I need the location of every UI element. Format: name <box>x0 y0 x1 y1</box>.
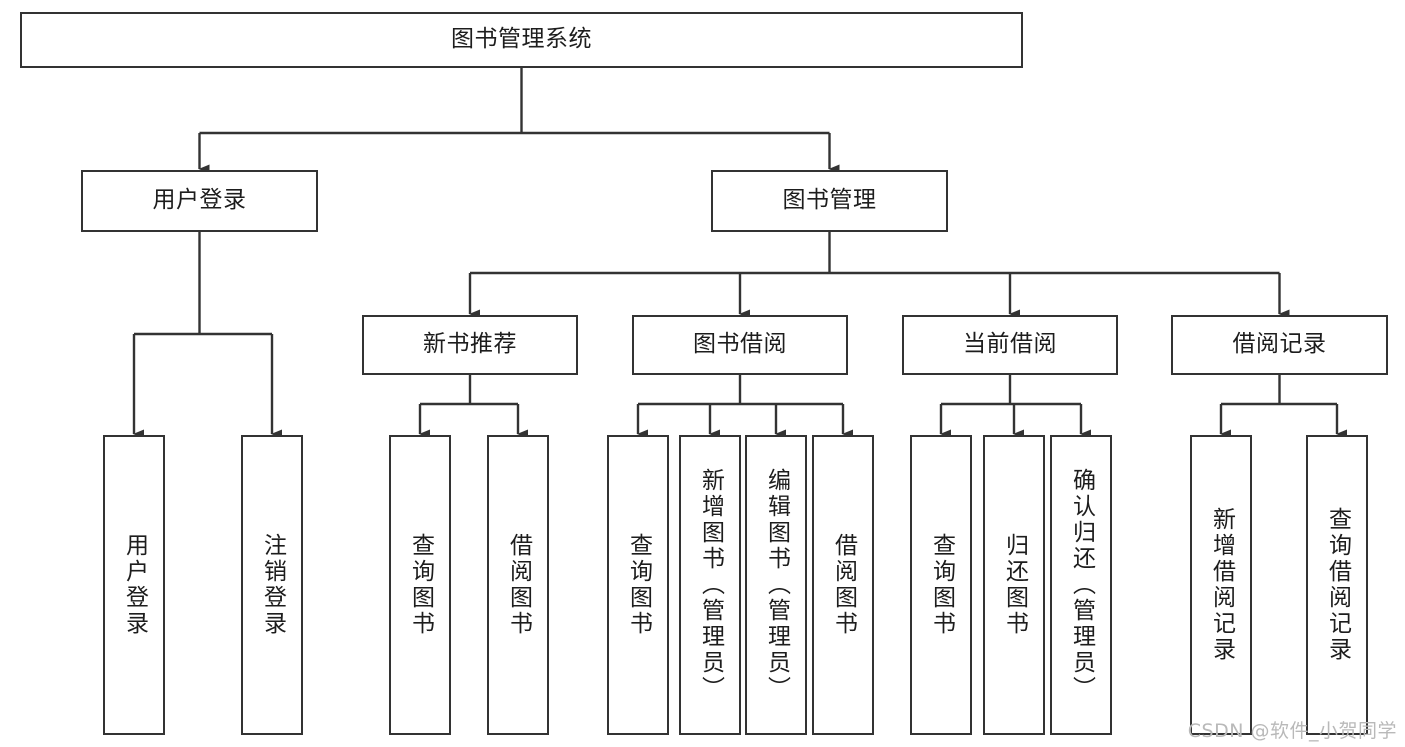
node-leaf-add-book[interactable]: 新增图书（管理员） <box>679 435 741 735</box>
node-leaf-confirm-return[interactable]: 确认归还（管理员） <box>1050 435 1112 735</box>
node-label: 借阅记录 <box>1232 331 1327 358</box>
node-label: 新增图书（管理员） <box>697 468 724 702</box>
node-user-login[interactable]: 用户登录 <box>81 170 318 232</box>
node-label: 图书管理 <box>782 187 877 214</box>
node-label: 编辑图书（管理员） <box>763 468 790 702</box>
node-leaf-borrow-book-2[interactable]: 借阅图书 <box>812 435 874 735</box>
node-leaf-edit-book[interactable]: 编辑图书（管理员） <box>745 435 807 735</box>
node-label: 图书管理系统 <box>451 26 592 53</box>
node-label: 借阅图书 <box>505 533 532 637</box>
node-label: 查询图书 <box>407 533 434 637</box>
watermark-text: CSDN @软件_小贺同学 <box>1187 720 1397 742</box>
node-leaf-return-book[interactable]: 归还图书 <box>983 435 1045 735</box>
node-leaf-user-logout[interactable]: 注销登录 <box>241 435 303 735</box>
node-label: 查询图书 <box>928 533 955 637</box>
node-borrow-record[interactable]: 借阅记录 <box>1171 315 1388 375</box>
node-leaf-borrow-book-1[interactable]: 借阅图书 <box>487 435 549 735</box>
node-root[interactable]: 图书管理系统 <box>20 12 1023 68</box>
node-leaf-query-book-1[interactable]: 查询图书 <box>389 435 451 735</box>
node-label: 用户登录 <box>121 533 148 637</box>
node-leaf-query-book-3[interactable]: 查询图书 <box>910 435 972 735</box>
node-label: 新书推荐 <box>423 331 517 358</box>
node-label: 当前借阅 <box>963 331 1057 358</box>
node-book-manage[interactable]: 图书管理 <box>711 170 948 232</box>
node-label: 注销登录 <box>259 533 286 637</box>
node-label: 确认归还（管理员） <box>1068 468 1095 702</box>
node-label: 借阅图书 <box>830 533 857 637</box>
node-label: 归还图书 <box>1001 533 1028 637</box>
node-label: 查询借阅记录 <box>1324 507 1351 663</box>
node-label: 查询图书 <box>625 533 652 637</box>
node-leaf-query-borrow-record[interactable]: 查询借阅记录 <box>1306 435 1368 735</box>
node-new-book-recommend[interactable]: 新书推荐 <box>362 315 578 375</box>
node-label: 新增借阅记录 <box>1208 507 1235 663</box>
node-label: 图书借阅 <box>693 331 787 358</box>
node-book-borrow[interactable]: 图书借阅 <box>632 315 848 375</box>
node-leaf-add-borrow-record[interactable]: 新增借阅记录 <box>1190 435 1252 735</box>
node-current-borrow[interactable]: 当前借阅 <box>902 315 1118 375</box>
node-leaf-user-login[interactable]: 用户登录 <box>103 435 165 735</box>
node-leaf-query-book-2[interactable]: 查询图书 <box>607 435 669 735</box>
node-label: 用户登录 <box>152 187 247 214</box>
